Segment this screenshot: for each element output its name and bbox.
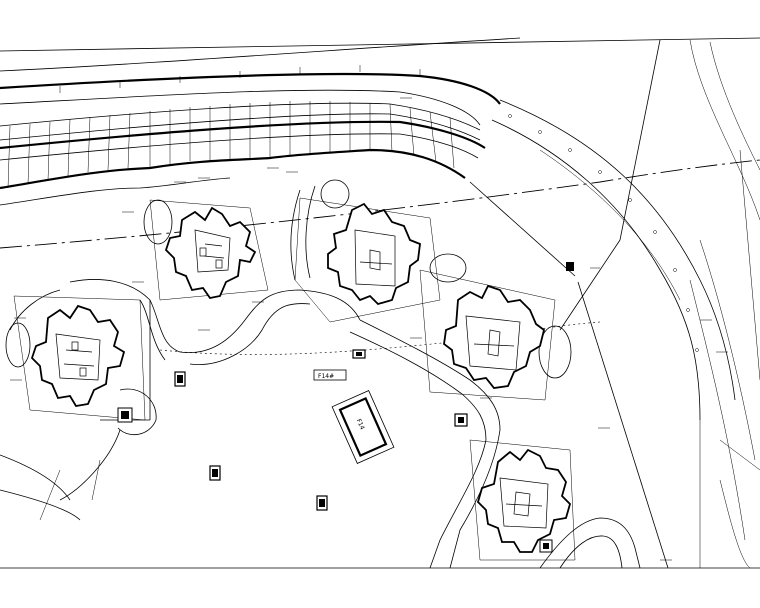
residential-building-b xyxy=(327,202,421,306)
parking-pad-icon xyxy=(209,465,221,481)
dimension-ticks xyxy=(10,97,728,561)
residential-building-d xyxy=(30,304,126,407)
parking-pad-icon xyxy=(539,539,553,553)
residential-building-a xyxy=(164,206,257,299)
parking-pad-icon xyxy=(454,413,468,427)
sheet-border xyxy=(0,37,760,569)
central-pad: F14 xyxy=(331,390,395,464)
residential-building-e xyxy=(476,448,572,553)
landscape-planters xyxy=(5,179,572,436)
parking-pad-icon xyxy=(174,371,186,387)
parking-pad-icon xyxy=(352,349,366,359)
highway-band xyxy=(0,37,521,206)
survey-marker-icon xyxy=(566,262,574,271)
site-boundary-line xyxy=(0,159,760,249)
site-sign-label: F14# xyxy=(318,373,334,380)
central-pad-label: F14 xyxy=(355,418,366,431)
east-curved-road xyxy=(469,39,760,569)
parking-pad-icon xyxy=(316,495,328,511)
building-plots xyxy=(13,197,576,561)
site-sign: F14# xyxy=(313,369,347,381)
parking-pad-icon xyxy=(117,407,133,423)
internal-roads xyxy=(0,185,641,569)
residential-building-c xyxy=(443,284,546,389)
